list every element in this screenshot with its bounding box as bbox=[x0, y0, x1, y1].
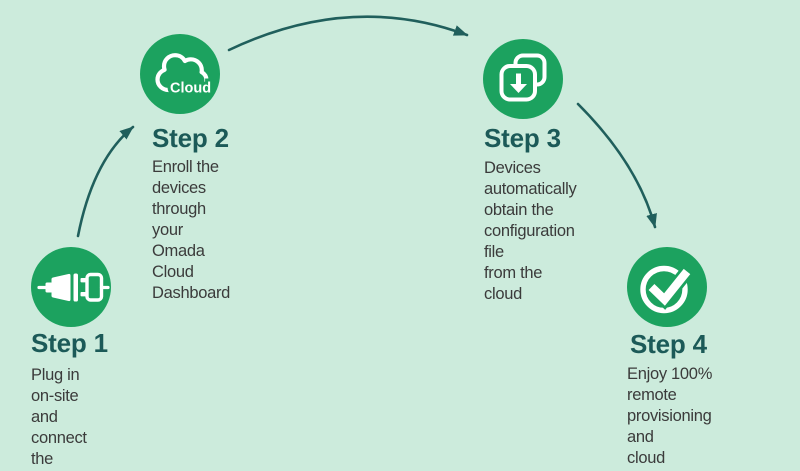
step-4-title: Step 4 bbox=[630, 329, 707, 359]
arrow-step2-to-step3 bbox=[227, 15, 469, 52]
step-3-title: Step 3 bbox=[484, 123, 561, 153]
plug-connection-icon bbox=[31, 247, 111, 327]
arrow-step1-to-step2 bbox=[76, 125, 135, 238]
step-1-title: Step 1 bbox=[31, 328, 108, 358]
step-3-description: Devices automatically obtain the configu… bbox=[484, 159, 577, 303]
cloud-icon-label: Cloud bbox=[170, 81, 211, 97]
step-2-description: Enroll the devices through your Omada Cl… bbox=[152, 158, 231, 302]
check-circle-icon bbox=[627, 247, 707, 327]
step-4-description: Enjoy 100% remote provisioning and cloud… bbox=[627, 365, 721, 471]
step-2-title: Step 2 bbox=[152, 123, 229, 153]
cloud-icon: Cloud bbox=[140, 34, 220, 114]
download-config-icon bbox=[483, 39, 563, 119]
arrow-step3-to-step4 bbox=[576, 102, 657, 229]
step-1-description: Plug in on-site and connect the Omada Po… bbox=[31, 366, 87, 468]
